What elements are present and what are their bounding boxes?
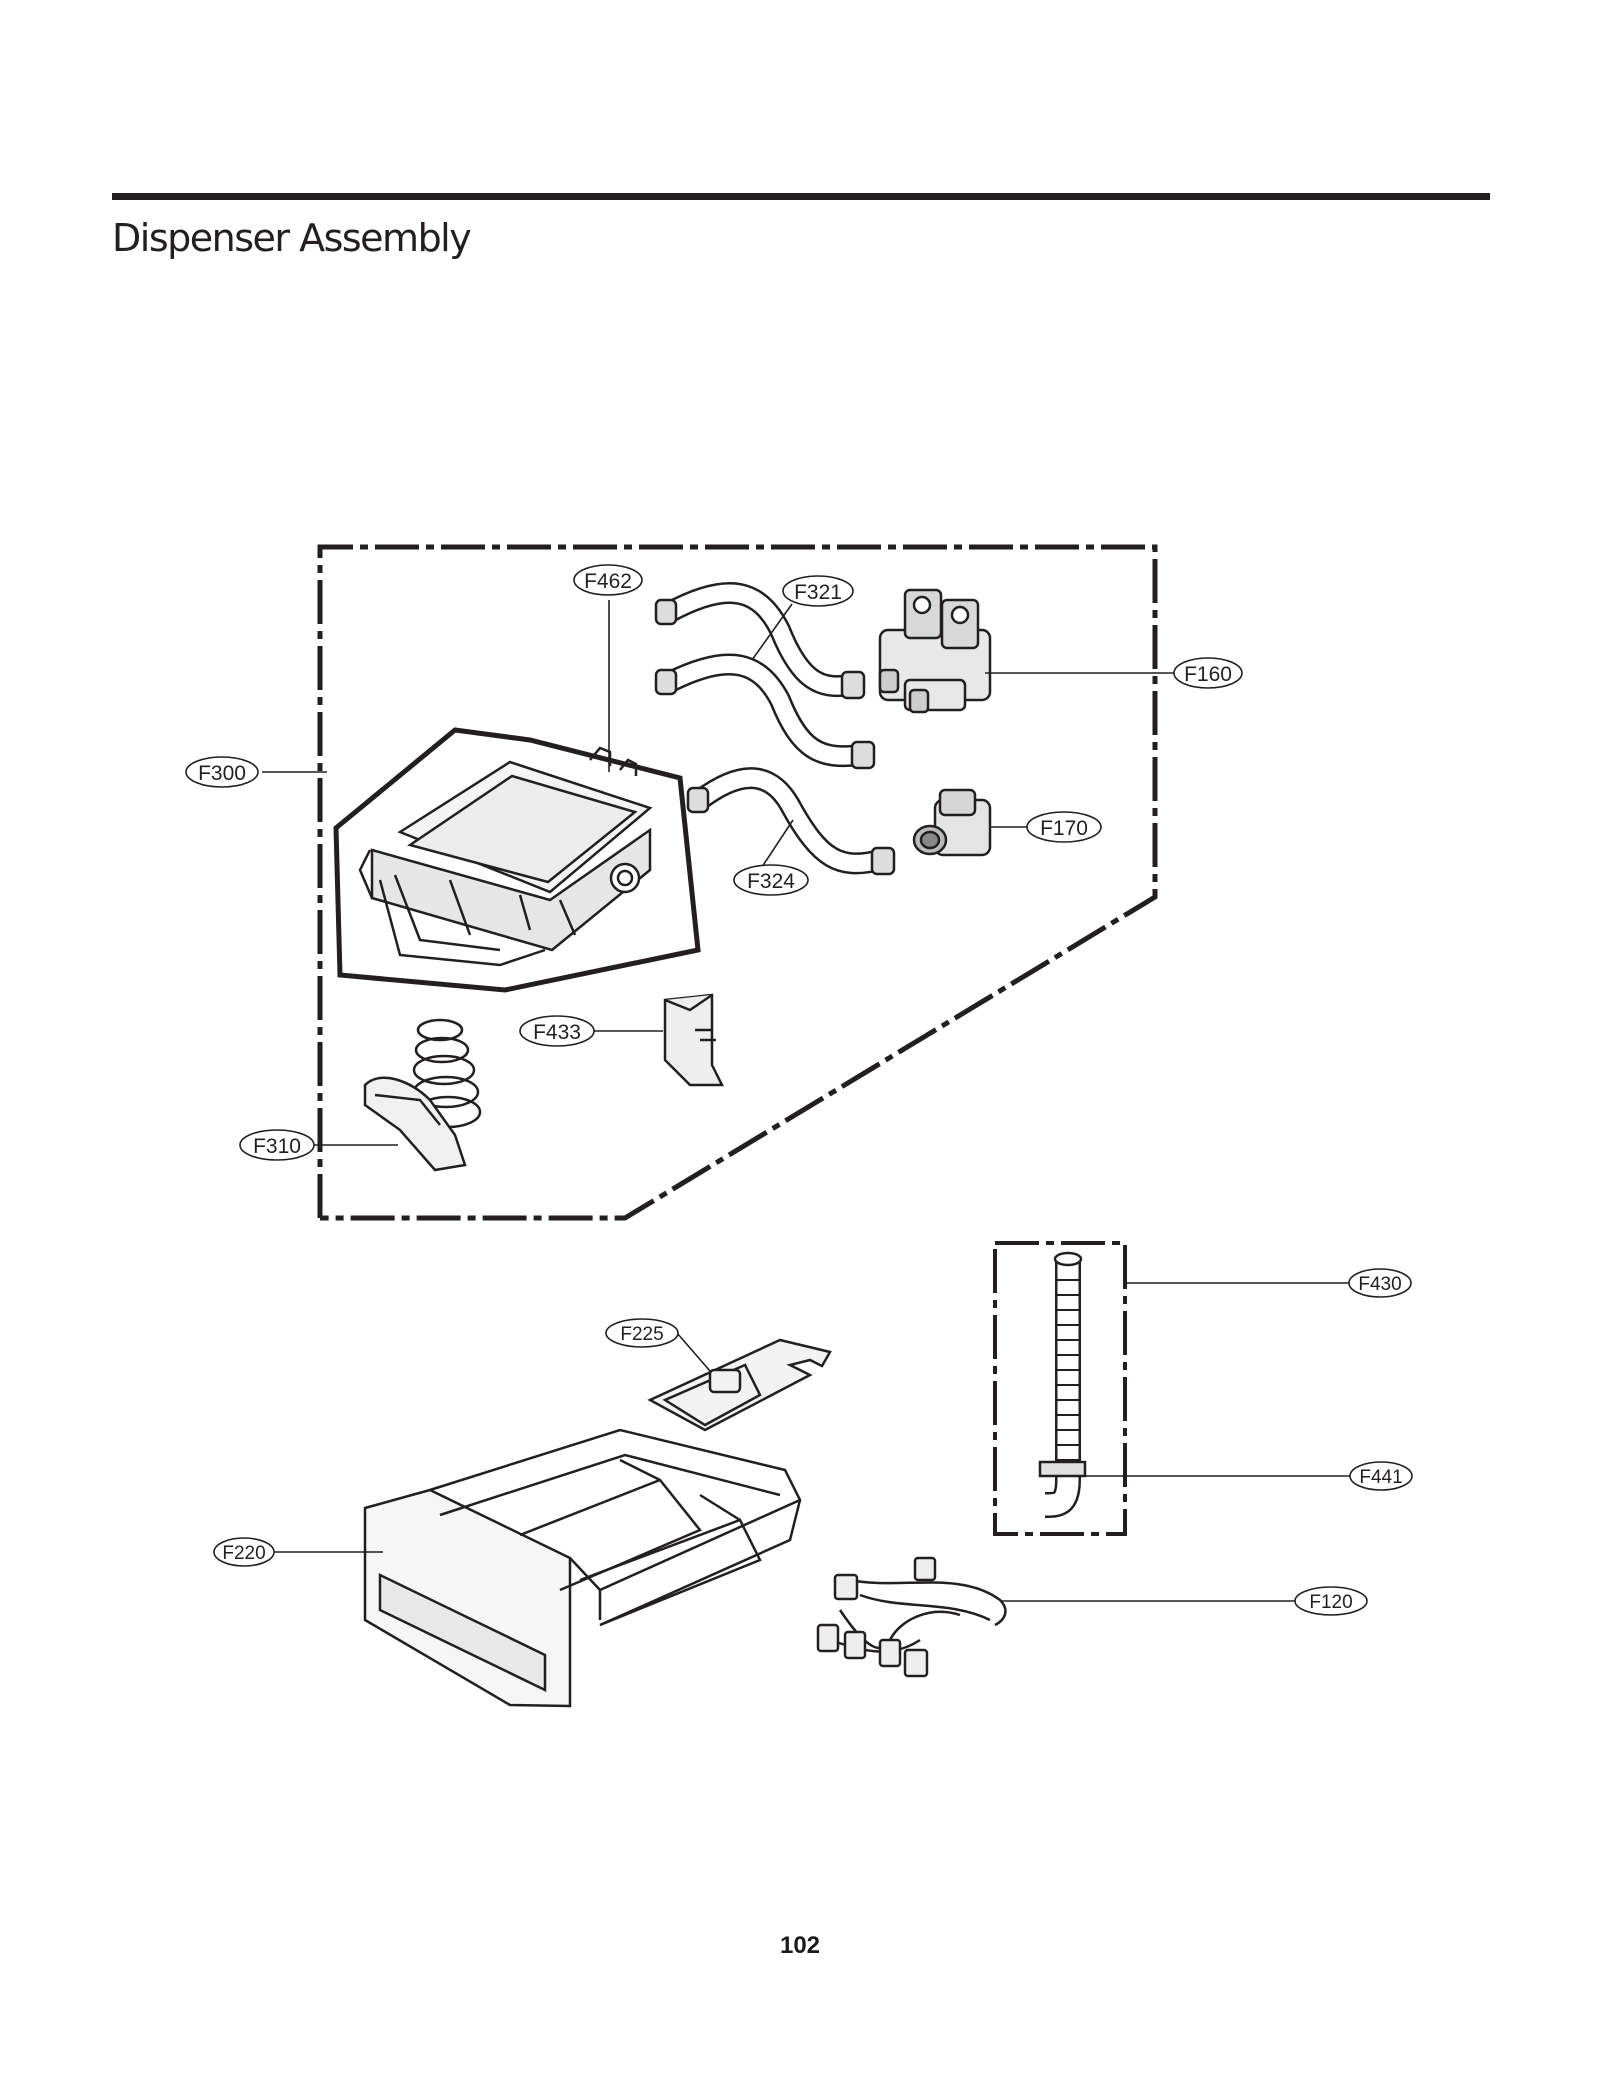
- callout-f441: F441: [1349, 1461, 1413, 1491]
- dispenser-housing-part: [333, 727, 701, 993]
- drain-hose-part: [1038, 1251, 1087, 1518]
- top-rule: [112, 193, 1490, 200]
- drain-hose-group-boundary: [993, 1241, 1127, 1536]
- callout-f433: F433: [519, 1015, 595, 1047]
- callout-f430: F430: [1348, 1268, 1412, 1298]
- callout-f310: F310: [239, 1129, 315, 1161]
- callout-f324: F324: [733, 864, 809, 896]
- callout-f170: F170: [1026, 811, 1102, 843]
- svg-text:F324: F324: [747, 870, 795, 893]
- dispenser-bellows-part: [363, 1018, 482, 1172]
- single-inlet-valve-part: [912, 788, 992, 857]
- siphon-cap-part: [663, 993, 725, 1087]
- callout-f300: F300: [185, 756, 259, 788]
- page-title: Dispenser Assembly: [112, 216, 472, 260]
- svg-text:F433: F433: [533, 1021, 581, 1044]
- svg-text:F160: F160: [1184, 663, 1232, 686]
- inlet-hose-single-part: [686, 767, 896, 876]
- svg-text:F462: F462: [584, 570, 632, 593]
- callout-f462: F462: [573, 564, 643, 596]
- callout-f160: F160: [1173, 657, 1243, 689]
- callout-f220: F220: [213, 1537, 275, 1567]
- page-number: 102: [779, 1932, 821, 1959]
- svg-text:F300: F300: [198, 762, 246, 785]
- leader-line-f225: [676, 1332, 711, 1372]
- svg-text:F310: F310: [253, 1135, 301, 1158]
- dispenser-drawer-part: [363, 1428, 802, 1708]
- drawer-cover-part: [647, 1338, 832, 1432]
- leader-line-f324: [759, 819, 794, 871]
- svg-text:F430: F430: [1358, 1274, 1401, 1295]
- dispenser-group-boundary: [317, 544, 1158, 1221]
- svg-text:F220: F220: [222, 1543, 265, 1564]
- svg-text:F441: F441: [1359, 1467, 1402, 1488]
- svg-text:F170: F170: [1040, 817, 1088, 840]
- leader-lines: [256, 600, 1352, 1602]
- svg-text:F225: F225: [620, 1324, 663, 1345]
- double-inlet-valve-part: [878, 588, 992, 714]
- callout-f321: F321: [782, 575, 854, 607]
- callout-f120: F120: [1294, 1586, 1368, 1616]
- svg-text:F120: F120: [1309, 1592, 1352, 1613]
- callout-f225: F225: [605, 1318, 679, 1348]
- wire-harness-part: [816, 1556, 1007, 1678]
- svg-text:F321: F321: [794, 581, 842, 604]
- leader-line-f321: [751, 603, 793, 661]
- inlet-hose-double-part: [654, 582, 876, 770]
